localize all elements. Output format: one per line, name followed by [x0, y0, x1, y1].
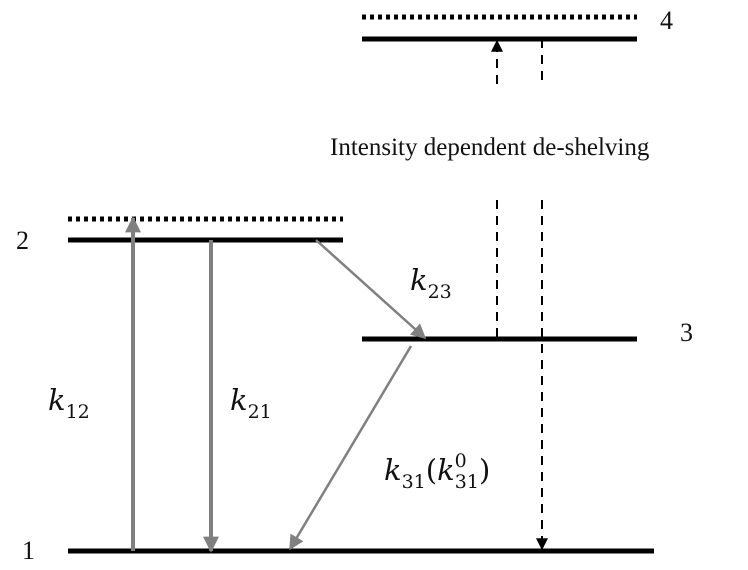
k21-rate-label: k21 — [230, 383, 272, 423]
k31-decay-arrow — [288, 345, 413, 551]
deshelving-caption: Intensity dependent de-shelving — [330, 134, 650, 161]
level-3-label: 3 — [680, 318, 693, 347]
level-2-label: 2 — [16, 226, 29, 255]
level-1-label: 1 — [22, 536, 35, 565]
k23-intersystem-arrow — [315, 239, 427, 340]
level-4-label: 4 — [660, 6, 673, 35]
k12-rate-label: k12 — [48, 383, 90, 423]
k23-rate-label: k23 — [410, 263, 452, 303]
